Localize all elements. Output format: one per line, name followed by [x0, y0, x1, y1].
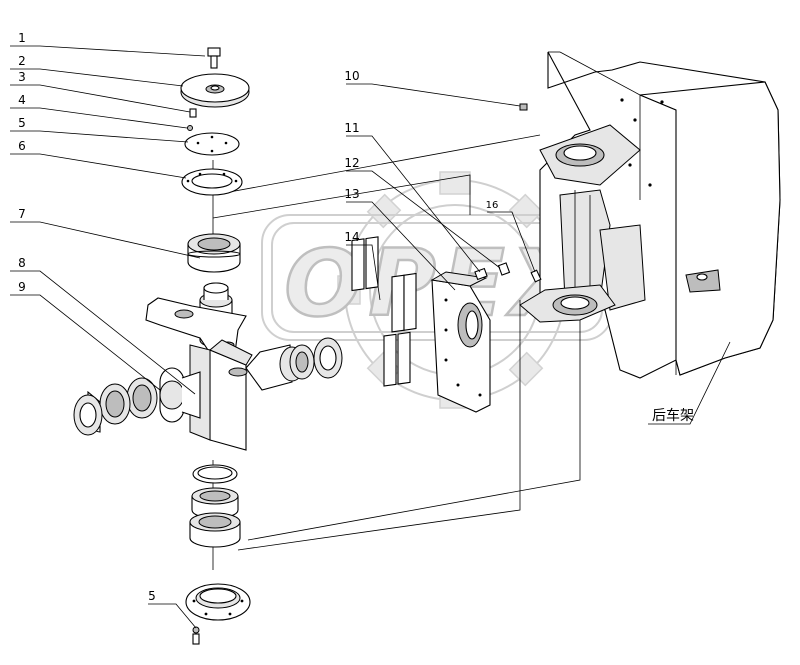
watermark-text: OPEX	[284, 230, 587, 337]
shaft-with-rings	[245, 337, 343, 391]
callout-label-14: 14	[344, 230, 359, 244]
part-2-cover	[180, 73, 250, 108]
part-9-bearings	[73, 377, 158, 436]
lower-seals	[189, 464, 241, 548]
callout-label-16: 5	[148, 589, 156, 603]
part-8-knuckle	[145, 297, 253, 451]
callout-label-11: 11	[344, 121, 359, 135]
callout-label-10: 10	[344, 69, 359, 83]
callout-label-4: 4	[18, 93, 26, 107]
callout-label-13: 13	[344, 187, 359, 201]
callout-label-9: 9	[18, 280, 26, 294]
part-7-bearing	[187, 233, 241, 273]
callout-label-2: 2	[18, 54, 26, 68]
part-6-flange	[181, 168, 243, 196]
part-14-shims	[351, 236, 417, 387]
callout-label-5: 5	[18, 116, 26, 130]
rear-frame	[519, 51, 781, 379]
callout-label-8: 8	[18, 256, 26, 270]
callout-label-3: 3	[18, 70, 26, 84]
frame-label: 后车架	[652, 407, 694, 424]
part-13-cover-plate	[430, 271, 491, 413]
callout-label-1: 1	[18, 31, 26, 45]
part-5-plate	[184, 132, 240, 156]
callout-label-12: 12	[344, 156, 359, 170]
part-1-bolt	[207, 47, 221, 69]
leader-lines	[10, 45, 731, 629]
callout-label-7: 7	[18, 207, 26, 221]
small-fasteners	[474, 103, 542, 283]
bottom-flange	[185, 583, 251, 645]
callout-label-15: 16	[486, 200, 499, 211]
callout-label-6: 6	[18, 139, 26, 153]
